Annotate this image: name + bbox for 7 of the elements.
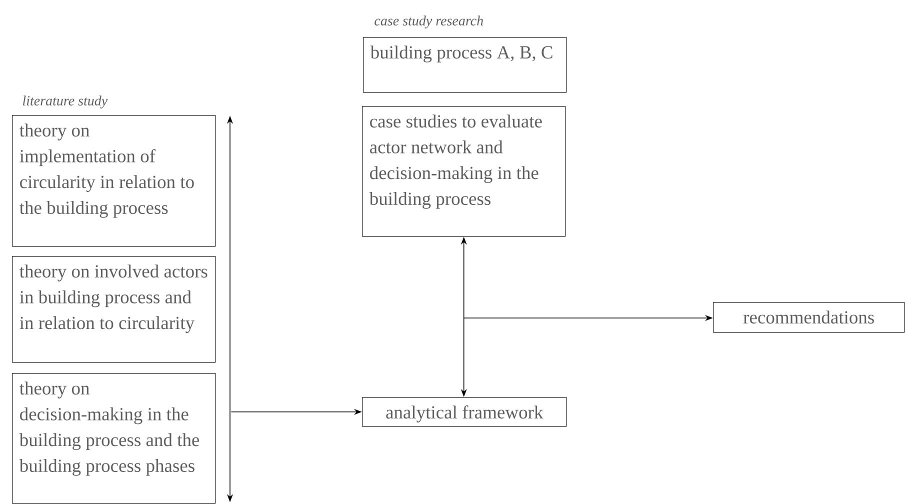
text-box: theory on decision-making in the building process and the building process phases xyxy=(12,373,216,504)
text-box: analytical framework xyxy=(362,397,567,427)
text-box: theory on implementation of circularity in relation to the building process xyxy=(12,115,216,247)
text-box: recommendations xyxy=(713,302,905,333)
text-box: theory on involved actors in building process and in relation to circularity xyxy=(12,256,216,363)
text-box: case studies to evaluate actor network and decision-making in the building process xyxy=(362,106,566,237)
text-box: building process A, B, C xyxy=(363,37,567,93)
